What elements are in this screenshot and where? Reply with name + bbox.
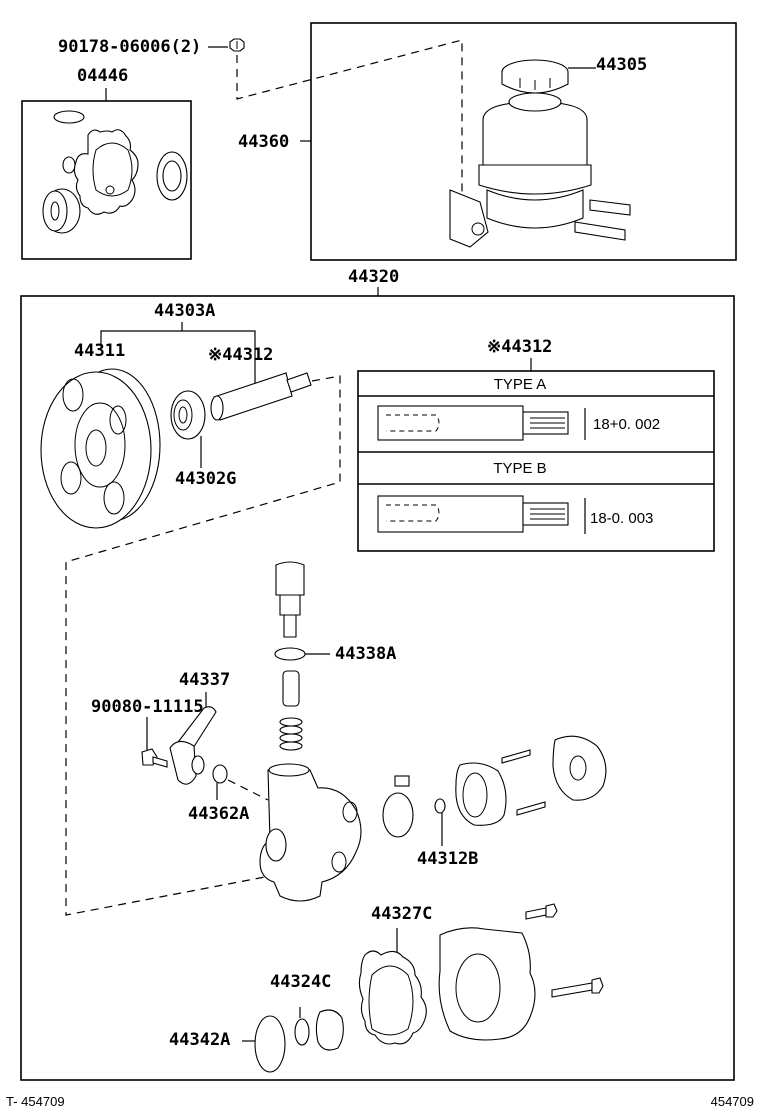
label-pump-assy[interactable]: 44320: [348, 267, 399, 287]
gasket-kit-box: [21, 100, 192, 260]
pump-body-icon: [259, 763, 362, 902]
reservoir-group: 44360 44305: [236, 22, 737, 261]
label-snap-ring[interactable]: 44312B: [417, 849, 478, 869]
union-bolt-icon: [141, 748, 168, 768]
label-bolt-top[interactable]: 90178-06006(2): [58, 37, 201, 57]
o-ring-icon: [274, 647, 306, 661]
valve-icon: [282, 670, 300, 707]
vane-icon: [394, 775, 410, 787]
label-union-oring[interactable]: 44362A: [188, 804, 249, 824]
type-b-header: TYPE B: [493, 460, 546, 477]
gasket-kit-group: 90178-06006(2) 04446: [21, 37, 245, 260]
pump-assy-group: 44320: [20, 267, 735, 1081]
shaft-type-a-icon: [377, 405, 586, 441]
label-large-oring[interactable]: 44342A: [169, 1030, 230, 1050]
label-small-oring[interactable]: 44324C: [270, 972, 331, 992]
label-flow-valve-oring[interactable]: 44338A: [335, 644, 396, 664]
pump-assy-box: [20, 295, 735, 1081]
flow-valve-group: 44338A 44337 90080-11115 44362A: [91, 561, 396, 824]
o-ring-large-icon: [254, 1015, 286, 1073]
o-ring-small-icon: [294, 1018, 310, 1046]
o-ring-small-icon: [62, 156, 76, 174]
gasket-plate-icon: [73, 129, 139, 215]
shaft-type-table: ※44312 TYPE A TYPE B 18+0. 002 18-0. 003: [357, 337, 715, 552]
reservoir-cap-icon: [501, 59, 569, 94]
union-icon: [169, 706, 217, 785]
type-b-dimension: 18-0. 003: [590, 510, 653, 527]
type-a-header: TYPE A: [494, 376, 547, 393]
label-union-bolt[interactable]: 90080-11115: [91, 697, 204, 717]
shaft-icon: [210, 372, 312, 421]
rotor-icon: [382, 792, 414, 838]
rear-housing-icon: [438, 927, 536, 1041]
snap-ring-icon: [434, 798, 446, 814]
seal-ring-icon: [315, 1009, 344, 1051]
rotor-group: 44312B: [382, 735, 607, 869]
reservoir-tank-icon: [449, 92, 631, 248]
pin-icon: [501, 749, 531, 764]
label-pulley[interactable]: 44311: [74, 341, 125, 361]
label-pulley-shaft-assy[interactable]: 44303A: [154, 301, 215, 321]
bearing-icon: [42, 188, 81, 234]
cam-ring-icon: [455, 762, 507, 826]
front-housing-icon: [552, 735, 607, 801]
bearing-icon: [170, 390, 206, 440]
label-reservoir-assy[interactable]: 44360: [238, 132, 289, 152]
type-a-dimension: 18+0. 002: [593, 416, 660, 433]
pulley-shaft-group: 44303A 44311 ※44312 44302G: [40, 301, 341, 916]
spring-icon: [279, 717, 303, 751]
label-gasket[interactable]: 44327C: [371, 904, 432, 924]
bolt-icon: [551, 977, 604, 998]
bolt-icon: [525, 903, 558, 920]
label-bearing[interactable]: 44302G: [175, 469, 236, 489]
label-gasket-kit[interactable]: 04446: [77, 66, 128, 86]
footer-figure-number: 454709: [711, 1094, 754, 1109]
footer-illustration-id: T- 454709: [6, 1094, 65, 1109]
label-reservoir-cap[interactable]: 44305: [596, 55, 647, 75]
label-shaft[interactable]: ※44312: [208, 345, 273, 365]
pin-icon: [516, 801, 546, 816]
gasket-plate-icon: [358, 950, 427, 1045]
o-ring-icon: [212, 764, 228, 784]
seal-icon: [156, 151, 188, 201]
o-ring-icon: [53, 110, 85, 124]
pulley-icon: [40, 368, 161, 529]
rear-housing-group: 44327C 44324C 44342A: [169, 903, 604, 1073]
shaft-type-b-icon: [377, 495, 586, 534]
nut-icon: [229, 38, 245, 52]
label-union[interactable]: 44337: [179, 670, 230, 690]
valve-plug-icon: [275, 561, 305, 638]
label-shaft-detail[interactable]: ※44312: [487, 337, 552, 357]
